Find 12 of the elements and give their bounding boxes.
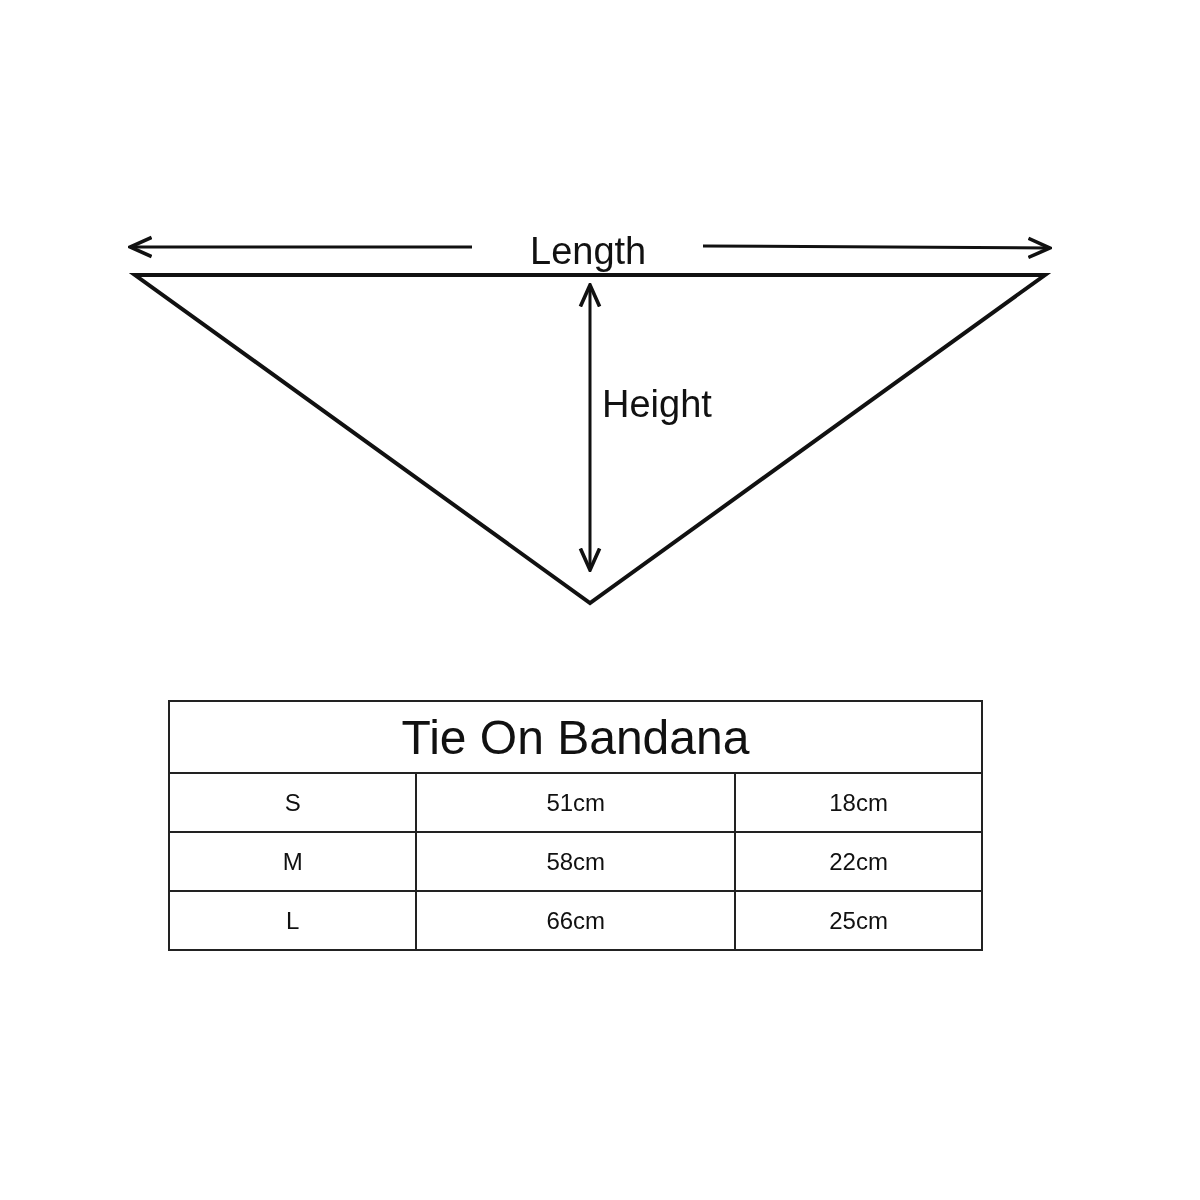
table-cell: 22cm xyxy=(735,832,982,891)
dimension-label: Length xyxy=(530,232,647,270)
table-cell: L xyxy=(169,891,417,950)
table-cell: 51cm xyxy=(416,773,736,832)
table-cell: 18cm xyxy=(735,773,982,832)
table-title: Tie On Bandana xyxy=(169,701,982,773)
table-cell: 66cm xyxy=(416,891,736,950)
table-cell: 58cm xyxy=(416,832,736,891)
table-cell: M xyxy=(169,832,417,891)
dimension-label: Height xyxy=(602,385,712,423)
table-cell: S xyxy=(169,773,417,832)
table-cell: 25cm xyxy=(735,891,982,950)
